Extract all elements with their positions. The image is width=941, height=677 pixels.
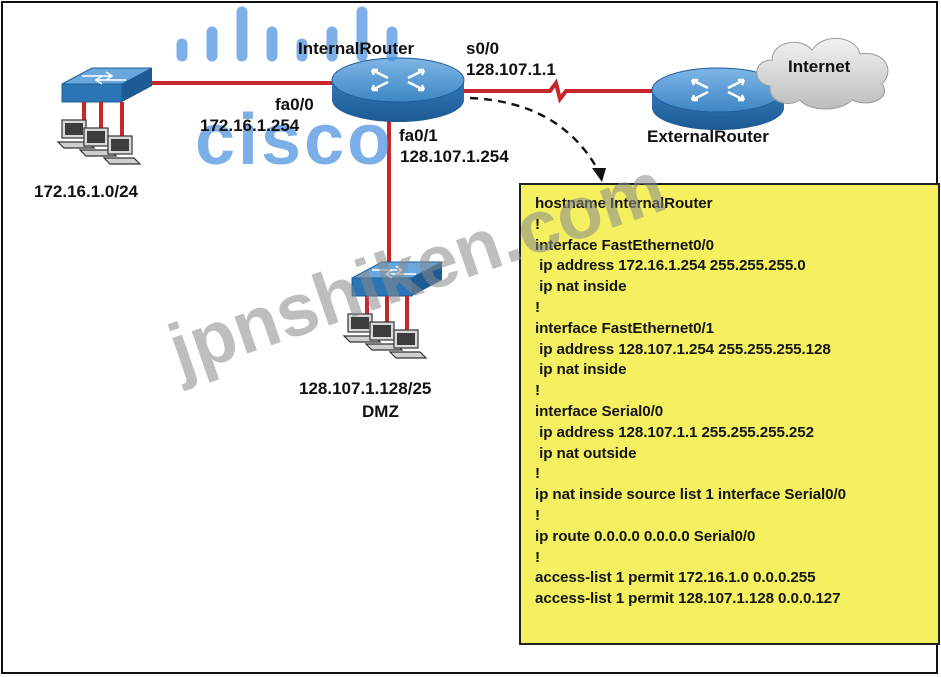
config-line: access-list 1 permit 172.16.1.0 0.0.0.25…	[535, 569, 816, 587]
config-line: !	[535, 548, 540, 566]
internal-router-icon	[331, 57, 465, 122]
external-router-label: ExternalRouter	[647, 127, 769, 146]
config-line: hostname InternalRouter	[535, 195, 713, 212]
internal-router-label: InternalRouter	[298, 39, 415, 58]
config-line: interface FastEthernet0/1	[535, 319, 714, 337]
dmz-pc-icons	[342, 313, 428, 359]
link-serial-internal-external	[462, 78, 655, 104]
dmz-label: DMZ	[362, 402, 399, 421]
config-line: ip address 128.107.1.1 255.255.255.252	[535, 423, 814, 441]
lan-pc-icons	[56, 119, 142, 165]
external-router-icon	[651, 67, 785, 130]
fa00-interface-label: fa0/0	[275, 95, 314, 114]
config-line: ip address 172.16.1.254 255.255.255.0	[535, 257, 806, 275]
config-line: ip route 0.0.0.0 0.0.0.0 Serial0/0	[535, 527, 756, 545]
fa00-ip-label: 172.16.1.254	[200, 116, 300, 135]
fa01-interface-label: fa0/1	[399, 126, 438, 145]
config-line: interface Serial0/0	[535, 402, 664, 420]
config-line: ip nat inside source list 1 interface Se…	[535, 486, 846, 504]
config-line: ip address 128.107.1.254 255.255.255.128	[535, 340, 831, 358]
config-line: interface FastEthernet0/0	[535, 236, 714, 254]
internet-cloud-icon	[756, 37, 889, 110]
config-line: !	[535, 215, 540, 233]
router-config-box: hostname InternalRouter ! interface Fast…	[519, 183, 940, 645]
fa01-ip-label: 128.107.1.254	[400, 147, 509, 166]
internet-label: Internet	[788, 57, 851, 76]
lan-switch-icon	[61, 67, 153, 103]
dmz-subnet-label: 128.107.1.128/25	[299, 379, 432, 398]
config-line: ip nat outside	[535, 444, 637, 462]
config-line: ip nat inside	[535, 361, 627, 379]
s00-ip-label: 128.107.1.1	[466, 60, 556, 79]
config-line: !	[535, 506, 540, 524]
lan-subnet-label: 172.16.1.0/24	[34, 182, 138, 201]
config-line: ip nat inside	[535, 278, 627, 296]
config-callout-arrow	[469, 96, 606, 182]
dmz-switch-icon	[351, 261, 443, 297]
config-line: !	[535, 465, 540, 483]
s00-interface-label: s0/0	[466, 39, 500, 58]
config-line: access-list 1 permit 128.107.1.128 0.0.0…	[535, 590, 841, 608]
config-line: !	[535, 298, 540, 316]
cisco-logo-bars-icon	[176, 6, 398, 62]
config-line: !	[535, 382, 540, 400]
